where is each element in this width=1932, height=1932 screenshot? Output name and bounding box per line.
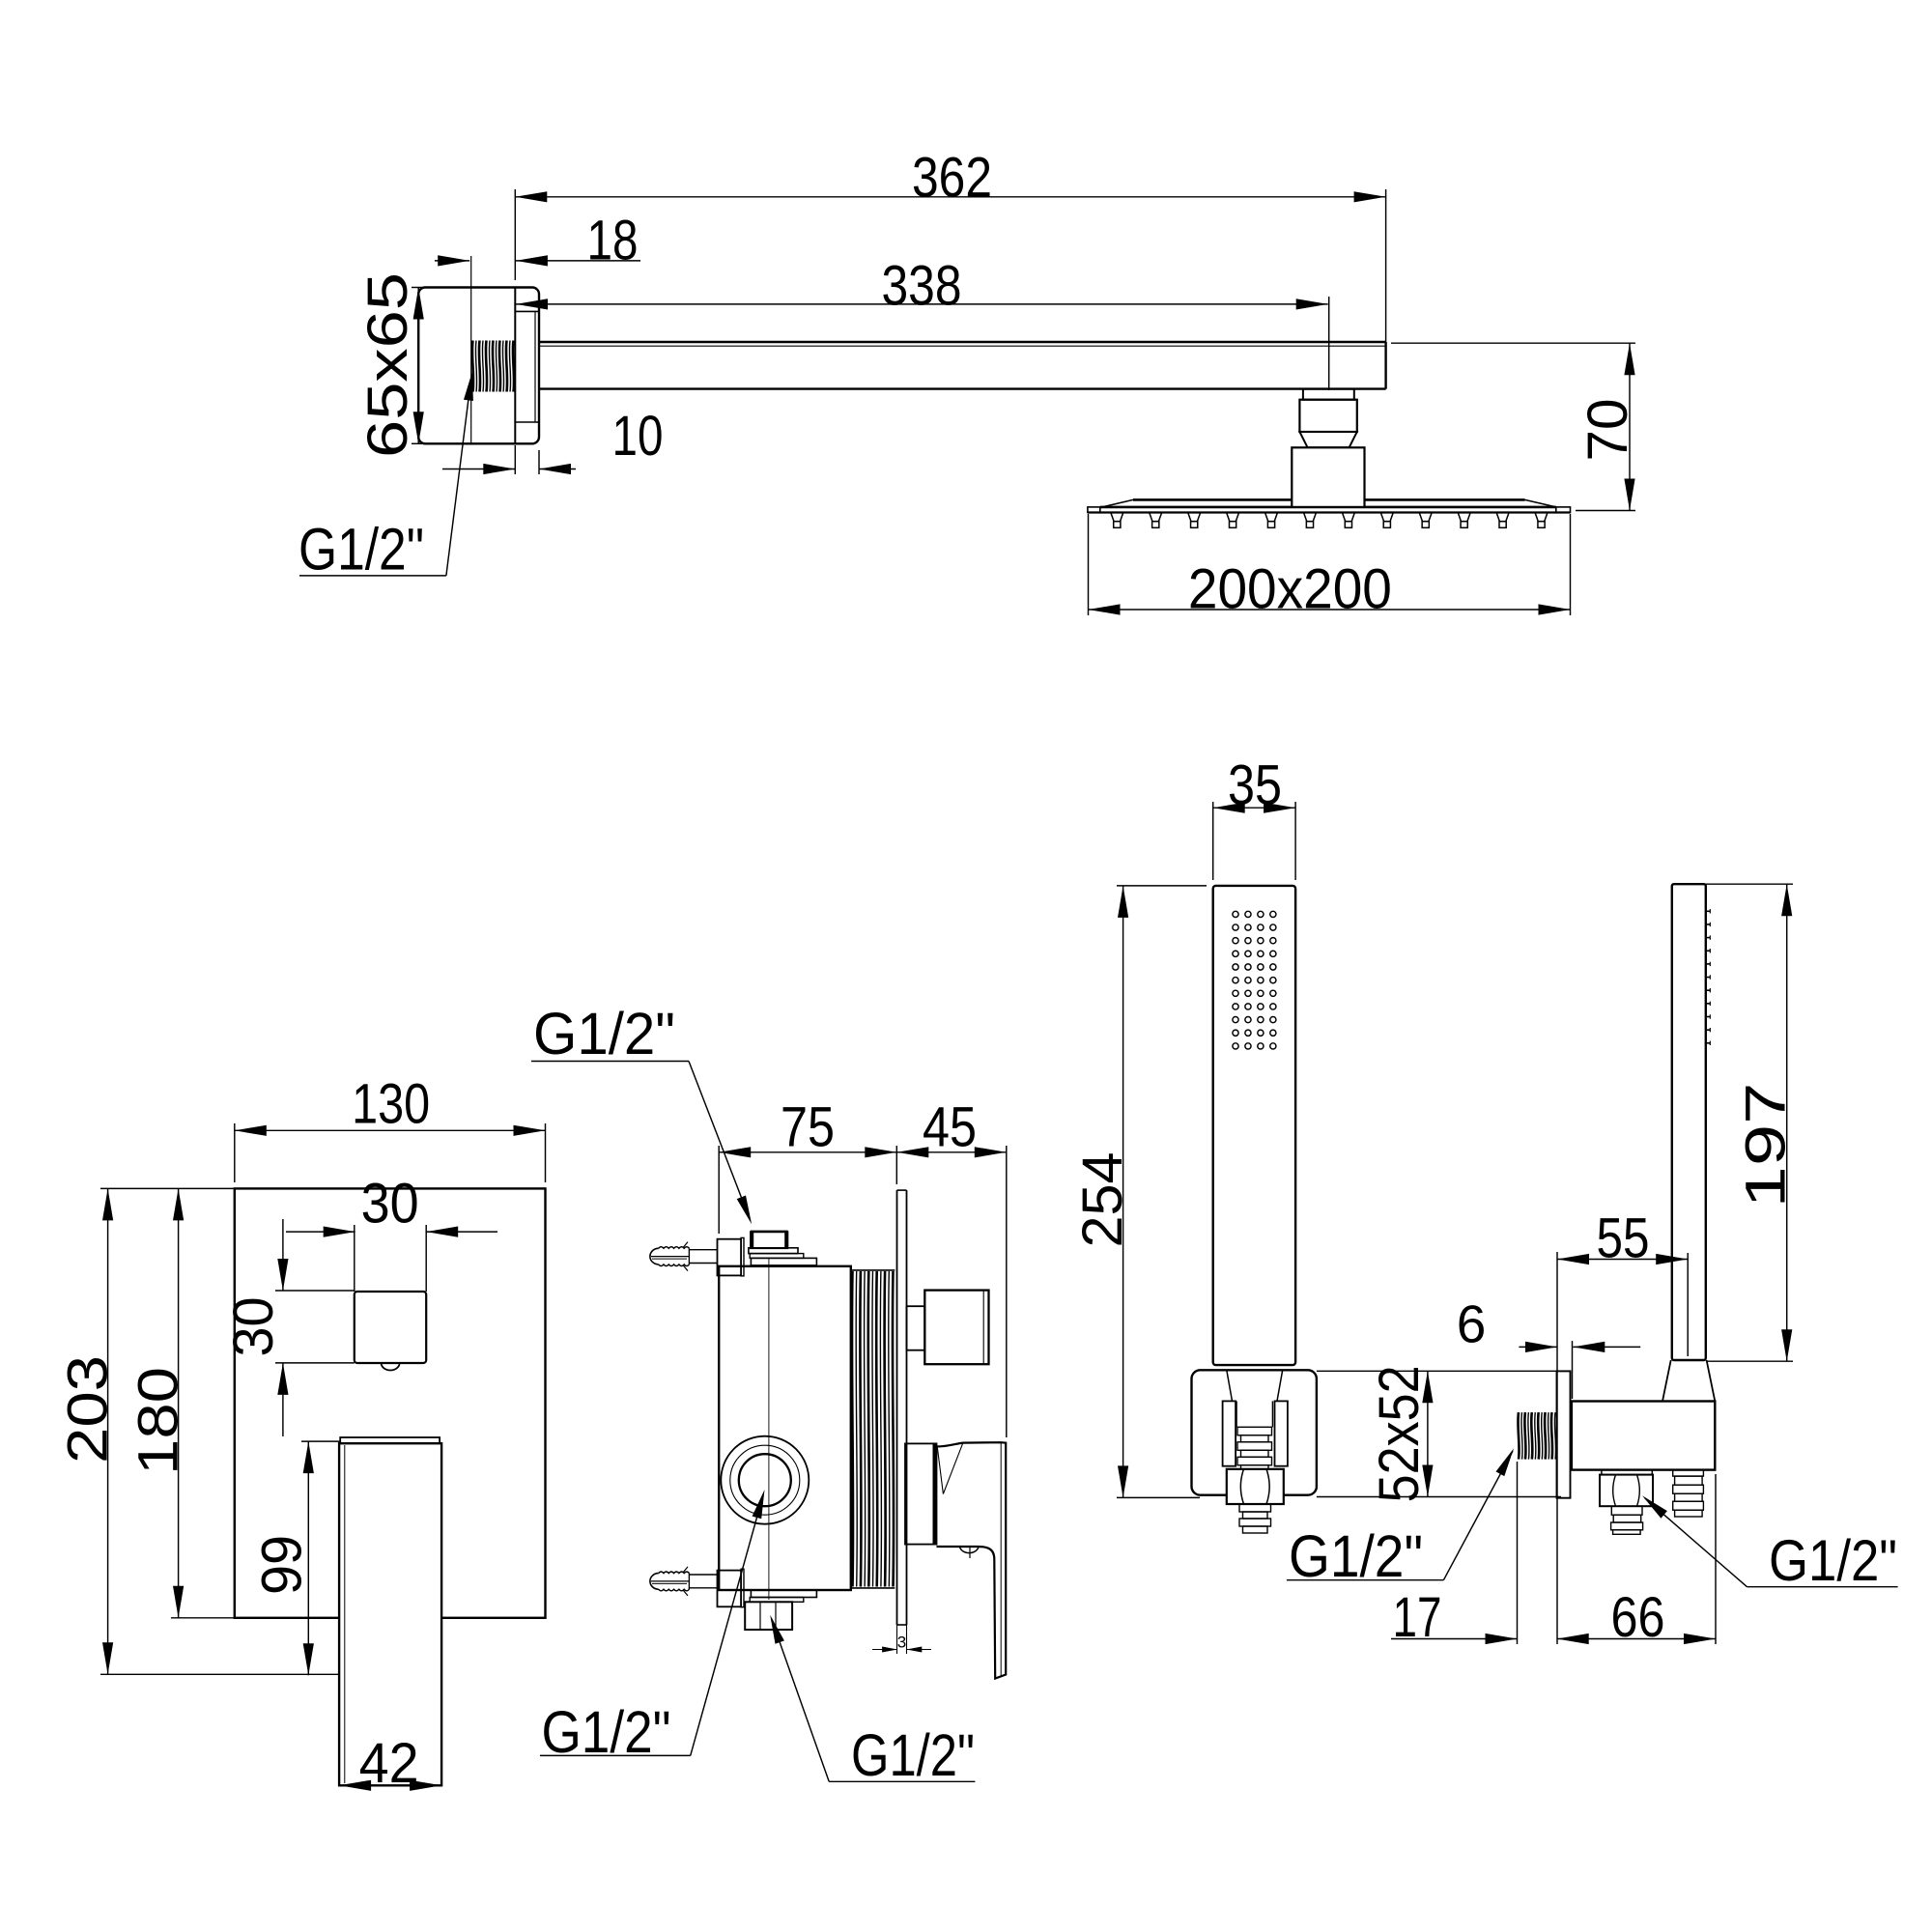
svg-text:65x65: 65x65 [356,272,419,458]
svg-text:42: 42 [359,1732,419,1795]
svg-text:6: 6 [1457,1294,1487,1354]
svg-text:180: 180 [128,1367,190,1475]
svg-text:203: 203 [57,1355,120,1463]
svg-text:30: 30 [361,1173,419,1236]
svg-text:362: 362 [912,147,992,210]
svg-text:200x200: 200x200 [1188,558,1392,621]
svg-text:99: 99 [251,1535,314,1595]
svg-text:197: 197 [1735,1083,1798,1208]
svg-text:66: 66 [1611,1586,1665,1649]
svg-text:G1/2": G1/2" [1769,1528,1897,1593]
svg-text:338: 338 [882,255,962,318]
svg-text:35: 35 [1228,754,1282,817]
svg-text:75: 75 [781,1096,835,1159]
svg-text:45: 45 [923,1096,977,1159]
svg-text:10: 10 [612,405,664,468]
svg-text:G1/2": G1/2" [533,1001,675,1066]
svg-text:17: 17 [1393,1586,1442,1649]
svg-text:55: 55 [1597,1208,1650,1270]
svg-text:30: 30 [222,1297,285,1357]
svg-text:3: 3 [897,1634,906,1652]
svg-text:52x52: 52x52 [1368,1365,1431,1502]
svg-text:G1/2": G1/2" [851,1722,975,1788]
svg-text:70: 70 [1577,399,1639,462]
svg-text:G1/2": G1/2" [298,517,424,582]
svg-text:18: 18 [587,210,639,272]
svg-text:130: 130 [352,1073,430,1136]
svg-text:G1/2": G1/2" [1289,1523,1423,1589]
svg-text:G1/2": G1/2" [542,1699,671,1765]
svg-text:254: 254 [1071,1152,1134,1248]
